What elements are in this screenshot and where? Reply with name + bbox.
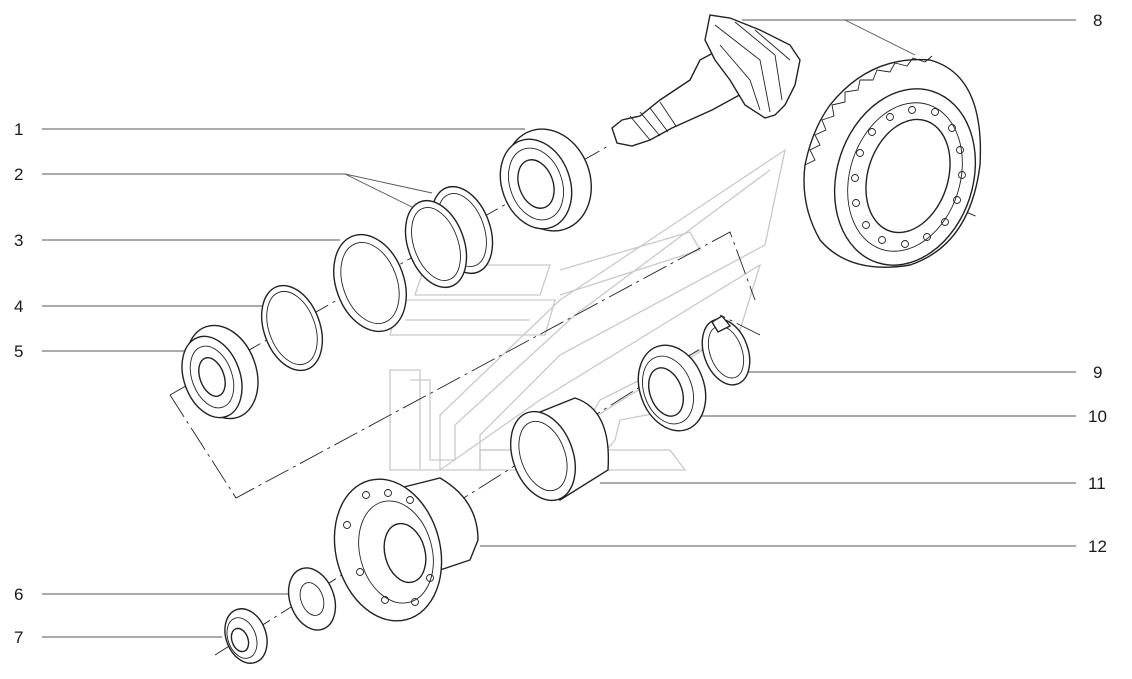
snap-ring [701, 315, 751, 386]
pinion-shaft [611, 14, 801, 147]
spacer-sleeve [510, 397, 610, 502]
callout-12: 12 [1088, 537, 1107, 556]
castle-nut [224, 608, 268, 664]
callout-2: 2 [14, 165, 23, 184]
gear-bolt-holes [851, 106, 966, 248]
spacer-ring [260, 284, 324, 372]
callout-labels: 1 2 3 4 5 6 7 8 9 10 11 12 [14, 11, 1107, 647]
leader-lines [42, 19, 1076, 638]
crown-gear [803, 55, 982, 268]
callout-3: 3 [14, 231, 23, 250]
roller-bearing-upper [499, 128, 592, 232]
companion-flange [333, 477, 479, 622]
callout-7: 7 [14, 628, 23, 647]
callout-5: 5 [14, 342, 23, 361]
roller-bearing-lower [181, 324, 259, 420]
washer [287, 567, 337, 631]
shim-ring-inner [404, 199, 468, 289]
callout-4: 4 [14, 297, 23, 316]
bearing-cup [333, 233, 407, 333]
callout-6: 6 [14, 585, 23, 604]
callout-1: 1 [14, 120, 23, 139]
callout-9: 9 [1093, 363, 1102, 382]
callout-8: 8 [1093, 11, 1102, 30]
callout-10: 10 [1088, 407, 1107, 426]
bearing-cone [637, 344, 707, 432]
callout-11: 11 [1088, 474, 1106, 493]
